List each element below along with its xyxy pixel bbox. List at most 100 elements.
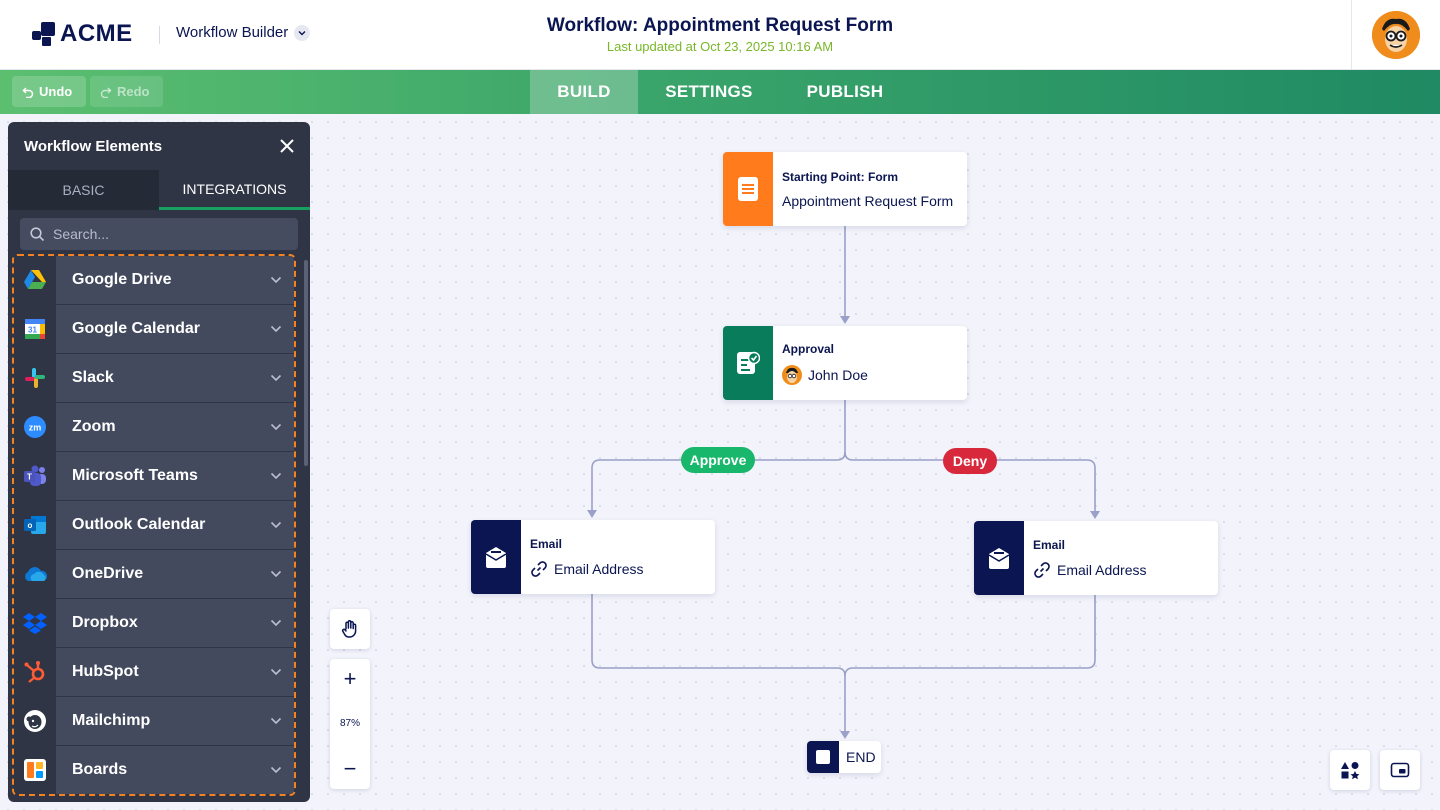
tab-integrations[interactable]: INTEGRATIONS [159, 170, 310, 210]
builder-switcher[interactable]: Workflow Builder [176, 24, 311, 41]
panel-header: Workflow Elements [8, 122, 310, 170]
chevron-down-icon [270, 570, 282, 578]
close-icon[interactable] [280, 139, 294, 153]
list-item-mailchimp[interactable]: Mailchimp [14, 697, 294, 746]
zoom-in-button[interactable]: + [343, 666, 357, 691]
slack-icon [25, 368, 45, 388]
integration-label: Outlook Calendar [72, 516, 206, 533]
user-avatar[interactable] [1372, 11, 1420, 59]
chevron-down-icon [270, 619, 282, 627]
approval-node-title: Approval [782, 341, 835, 356]
dropbox-icon [23, 613, 47, 634]
svg-text:zm: zm [29, 423, 42, 433]
workflow-elements-panel: Workflow Elements BASIC INTEGRATIONS Goo… [8, 122, 310, 802]
shapes-button[interactable] [1330, 750, 1370, 790]
deny-branch-label[interactable]: Deny [943, 448, 997, 474]
outlook-calendar-icon: o [24, 516, 46, 534]
hand-icon [341, 620, 357, 638]
undo-icon [22, 86, 34, 98]
acme-logo[interactable]: ACME [32, 20, 133, 48]
google-calendar-icon: 31 [25, 319, 45, 339]
email-node-title: Email [1033, 537, 1066, 552]
chevron-down-icon [270, 766, 282, 774]
integration-label: Zoom [72, 418, 116, 435]
email-recipient: Email Address [1057, 561, 1147, 578]
chevron-down-icon [270, 717, 282, 725]
form-icon [723, 152, 773, 226]
integration-label: HubSpot [72, 663, 139, 680]
email-node-approve[interactable]: Email Email Address [471, 520, 715, 594]
zoom-out-button[interactable]: − [343, 756, 357, 781]
list-item-outlook-calendar[interactable]: o Outlook Calendar [14, 501, 294, 550]
start-node-title: Starting Point: Form [782, 169, 898, 184]
hubspot-icon [24, 661, 45, 683]
integration-label: Dropbox [72, 614, 138, 631]
header-divider [159, 26, 160, 44]
end-icon [807, 741, 839, 773]
pan-tool-button[interactable] [330, 609, 370, 649]
list-item-onedrive[interactable]: OneDrive [14, 550, 294, 599]
microsoft-teams-icon: T [24, 465, 46, 486]
link-icon [1034, 561, 1050, 578]
title-block: Workflow: Appointment Request Form Last … [420, 15, 1020, 54]
list-item-microsoft-teams[interactable]: T Microsoft Teams [14, 452, 294, 501]
search-input[interactable] [53, 226, 273, 242]
email-node-deny[interactable]: Email Email Address [974, 521, 1218, 595]
builder-label: Workflow Builder [176, 24, 289, 41]
redo-button[interactable]: Redo [90, 76, 163, 107]
redo-label: Redo [117, 84, 150, 99]
brand-name: ACME [60, 20, 133, 47]
list-item-dropbox[interactable]: Dropbox [14, 599, 294, 648]
integration-label: Microsoft Teams [72, 467, 198, 484]
panel-tabs: BASIC INTEGRATIONS [8, 170, 310, 210]
list-item-google-calendar[interactable]: 31 Google Calendar [14, 305, 294, 354]
email-icon [974, 521, 1024, 595]
list-item-zoom[interactable]: zm Zoom [14, 403, 294, 452]
tab-build[interactable]: BUILD [530, 70, 638, 114]
zoom-controls: + − [330, 659, 370, 789]
svg-text:T: T [27, 473, 32, 482]
end-label: END [846, 749, 876, 765]
chevron-down-icon [294, 24, 311, 41]
mailchimp-icon [24, 710, 46, 732]
top-header: ACME Workflow Builder Workflow: Appointm… [0, 0, 1440, 70]
list-item-hubspot[interactable]: HubSpot [14, 648, 294, 697]
last-updated-text: Last updated at Oct 23, 2025 10:16 AM [606, 39, 834, 54]
chevron-down-icon [270, 325, 282, 333]
list-item-google-drive[interactable]: Google Drive [14, 256, 294, 305]
google-drive-icon [24, 270, 46, 289]
chevron-down-icon [270, 472, 282, 480]
page-title: Workflow: Appointment Request Form [546, 15, 894, 36]
panel-scrollbar[interactable] [304, 260, 308, 466]
acme-logo-mark [32, 22, 56, 46]
undo-label: Undo [39, 84, 73, 99]
list-item-slack[interactable]: Slack [14, 354, 294, 403]
approval-node[interactable]: Approval John Doe [723, 326, 967, 400]
link-icon [531, 560, 547, 577]
zoom-level: 87% [339, 718, 360, 729]
minimap-icon [1390, 762, 1410, 778]
minimap-button[interactable] [1380, 750, 1420, 790]
undo-button[interactable]: Undo [12, 76, 86, 107]
search-box[interactable] [20, 218, 298, 250]
redo-icon [100, 86, 112, 98]
integration-label: Boards [72, 761, 128, 778]
integration-label: Google Drive [72, 271, 172, 288]
tab-publish[interactable]: PUBLISH [806, 82, 884, 101]
svg-text:31: 31 [28, 326, 37, 335]
list-item-boards[interactable]: Boards [14, 746, 294, 794]
panel-title: Workflow Elements [24, 137, 163, 155]
onedrive-icon [25, 567, 48, 581]
search-icon [30, 226, 45, 241]
end-node[interactable]: END [807, 741, 881, 773]
shapes-icon [1341, 762, 1360, 780]
approve-branch-label[interactable]: Approve [681, 447, 755, 473]
tab-basic[interactable]: BASIC [62, 182, 105, 198]
chevron-down-icon [270, 668, 282, 676]
start-node[interactable]: Starting Point: Form Appointment Request… [723, 152, 967, 226]
zoom-icon: zm [24, 416, 46, 438]
svg-text:o: o [28, 521, 33, 530]
tab-settings[interactable]: SETTINGS [665, 82, 753, 101]
integration-label: Mailchimp [72, 712, 151, 729]
avatar-divider [1351, 0, 1352, 70]
